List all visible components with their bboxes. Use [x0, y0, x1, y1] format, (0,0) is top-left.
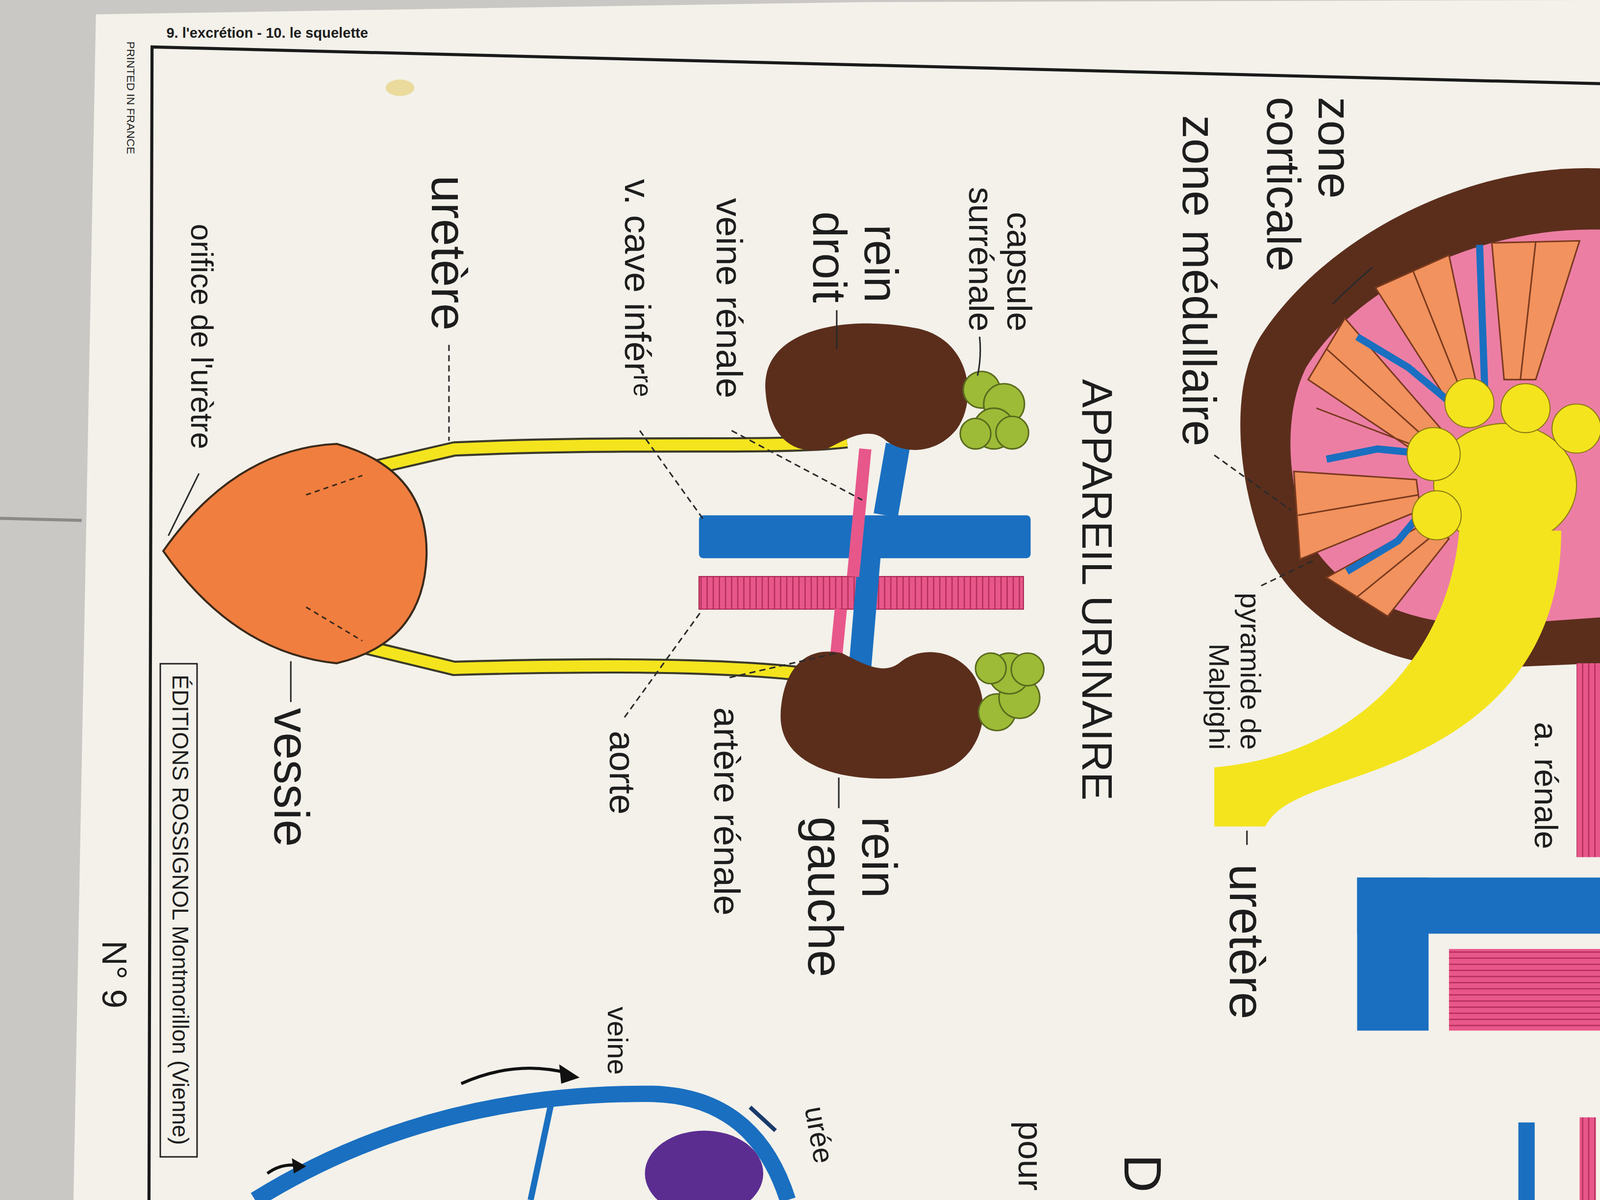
part-label: aorte [601, 730, 643, 815]
part-label: artère rénale [706, 707, 747, 916]
part-label: pyramide de Malpighi [1203, 586, 1267, 750]
sheet-heading: 9. l'excrétion - 10. le squelette [166, 25, 369, 41]
part-label: zone médullaire [1173, 115, 1225, 447]
plate-number: N° 9 [95, 940, 134, 1009]
part-label: capsule surrénale [961, 148, 1039, 332]
poster-frame [149, 47, 1600, 1200]
circulation-sketch [254, 1064, 788, 1200]
part-label: uretère [1220, 864, 1275, 1020]
printer-note: PRINTED IN FRANCE [124, 41, 137, 155]
part-label: urée [799, 1103, 840, 1166]
part-label: uretère [422, 175, 476, 331]
part-label: orifice de l'urètre [185, 224, 220, 450]
part-label: veine rénale [709, 198, 750, 399]
part-label: v. cave inférʳᵉ [617, 178, 658, 397]
kidney-section [1214, 168, 1600, 1200]
part-label: vessie [263, 708, 318, 848]
cut-off-text: pour [1011, 1121, 1050, 1192]
part-label: a. rénale [1527, 722, 1564, 850]
part-label: rein gauche [798, 816, 906, 996]
part-label: zone corticale [1257, 97, 1361, 292]
cut-off-heading: D [1113, 1154, 1173, 1193]
part-label: rein droit [803, 170, 907, 303]
part-label: veine [601, 1006, 633, 1075]
section-title: APPAREIL URINAIRE [1073, 378, 1121, 801]
publisher-box: ÉDITIONS ROSSIGNOL Montmorillon (Vienne) [159, 662, 198, 1158]
publisher-text: ÉDITIONS ROSSIGNOL Montmorillon (Vienne) [167, 674, 193, 1145]
poster-sheet [73, 0, 1600, 1200]
